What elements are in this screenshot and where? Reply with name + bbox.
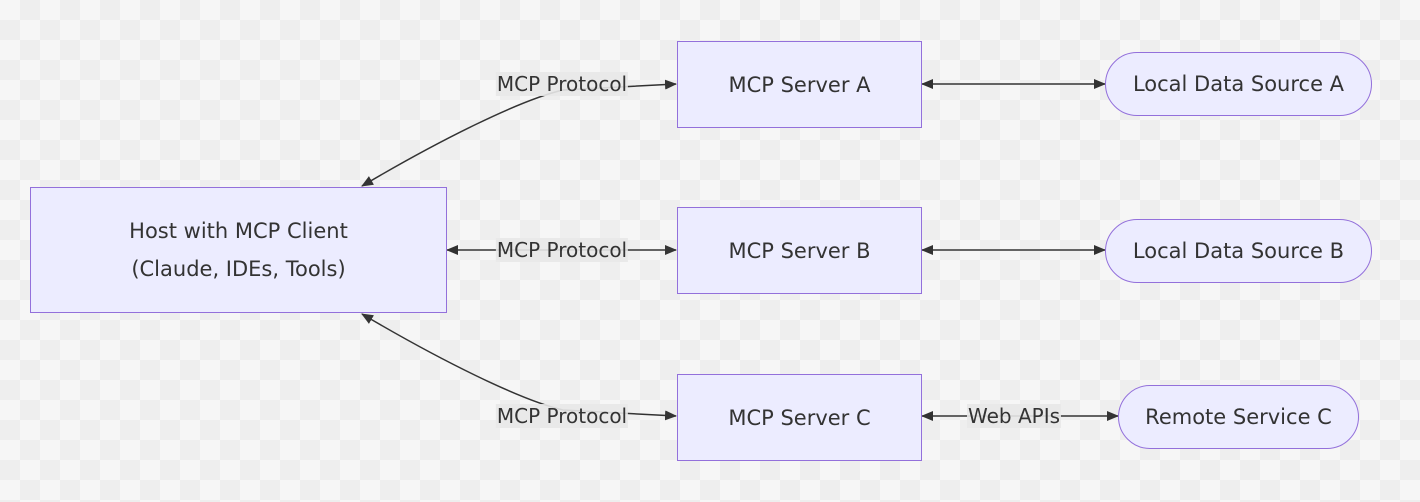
node-host-line2: (Claude, IDEs, Tools) [131,257,346,281]
node-remote-c-label: Remote Service C [1145,405,1332,429]
edge-label-host-server-c: MCP Protocol [495,404,629,428]
node-server-b-label: MCP Server B [728,238,871,263]
edge-label-host-server-a: MCP Protocol [495,72,629,96]
node-local-a-label: Local Data Source A [1132,72,1345,96]
node-local-b-label: Local Data Source B [1132,239,1345,263]
node-server-a-label: MCP Server A [728,72,871,97]
node-remote-c: Remote Service C [1118,385,1359,449]
node-server-b: MCP Server B [677,207,922,294]
edge-host-server-a [361,79,677,187]
edge-label-server-c-remote-c: Web APIs [966,404,1062,428]
node-server-c: MCP Server C [677,374,922,461]
node-local-a: Local Data Source A [1105,52,1372,116]
edge-label-host-server-b: MCP Protocol [495,238,629,262]
node-host: Host with MCP Client (Claude, IDEs, Tool… [30,187,447,313]
node-server-a: MCP Server A [677,41,922,128]
node-host-line1: Host with MCP Client [129,219,348,243]
node-server-c-label: MCP Server C [728,405,871,430]
node-local-b: Local Data Source B [1105,219,1372,283]
edge-host-server-c [361,313,677,421]
